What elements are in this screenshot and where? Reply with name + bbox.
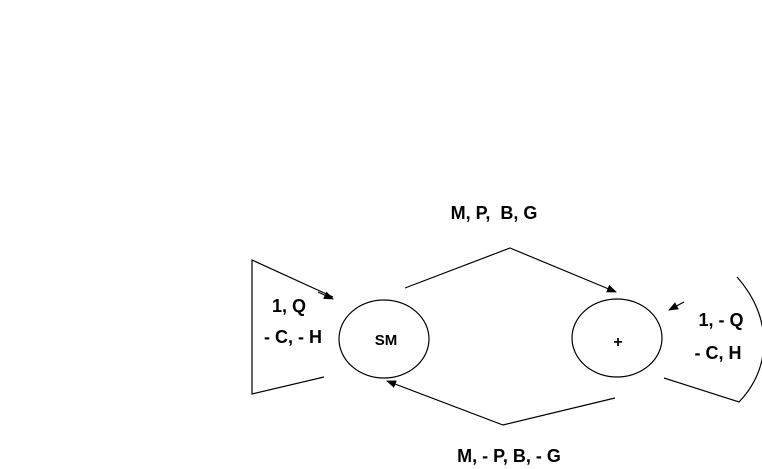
self-loop-right-label-line1: 1, - Q [698,310,743,330]
edge-bottom-label: M, - P, B, - G [457,446,561,466]
edge-top-label: M, P, B, G [451,203,538,223]
self-loop-left-arrow [317,291,334,300]
self-loop-right-label-line2: - C, H [695,343,742,363]
node-plus-label: + [613,334,622,351]
self-loop-left-label-line2: - C, - H [264,327,322,347]
self-loop-left [251,259,334,395]
self-loop-right [663,276,762,403]
edge-top-arrow [404,247,617,293]
node-plus [571,298,663,378]
edge-bottom-arrow [386,380,616,426]
self-loop-right-arrow [668,301,685,311]
self-loop-left-label-line1: 1, Q [272,296,306,316]
node-sm-label: SM [375,332,398,349]
node-sm [338,299,430,379]
